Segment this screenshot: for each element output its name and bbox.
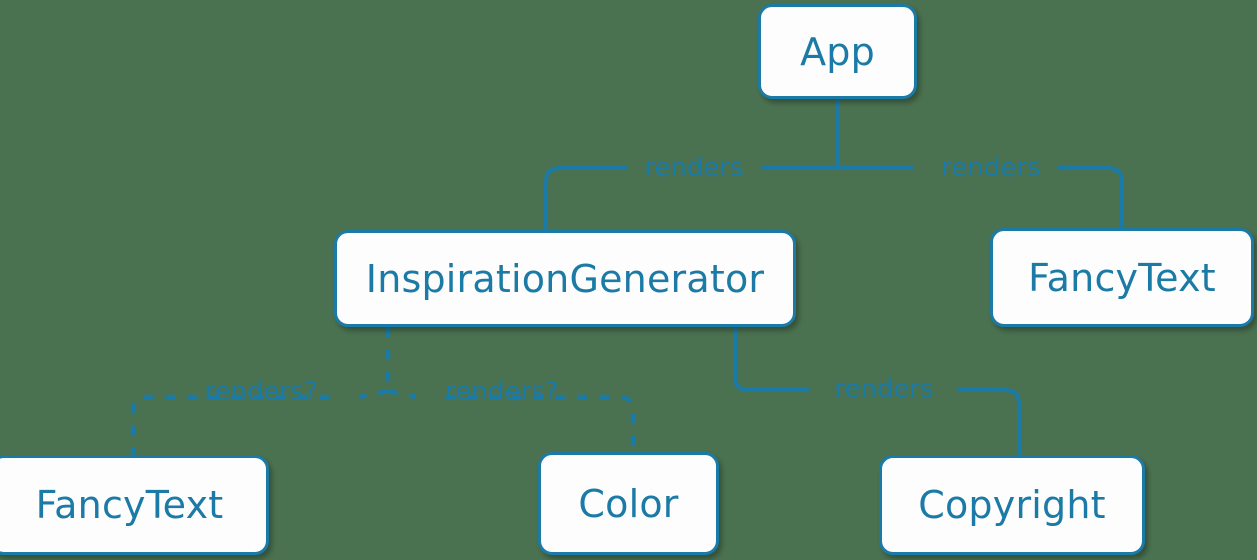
- edge-label-app-inspirationgenerator: renders: [644, 153, 744, 183]
- edge-label-app-fancytext-right: renders: [941, 153, 1041, 183]
- node-fancytext-left[interactable]: FancyText: [0, 455, 269, 555]
- node-inspirationgenerator[interactable]: InspirationGenerator: [334, 230, 796, 327]
- node-app[interactable]: App: [758, 4, 917, 99]
- edge-inspirationgenerator-to-color: [387, 388, 636, 452]
- node-inspirationgenerator-label: InspirationGenerator: [365, 256, 765, 301]
- edge-app-to-fancytext-right: [836, 99, 1124, 228]
- edge-label-inspirationgenerator-fancytext-left: renders?: [204, 377, 318, 407]
- node-fancytext-right-label: FancyText: [1028, 255, 1216, 300]
- edge-label-inspirationgenerator-color: renders?: [445, 377, 559, 407]
- node-color-label: Color: [578, 481, 679, 526]
- node-copyright-label: Copyright: [918, 483, 1106, 527]
- node-fancytext-right[interactable]: FancyText: [990, 228, 1254, 327]
- node-app-label: App: [800, 29, 875, 74]
- node-color[interactable]: Color: [538, 452, 719, 555]
- edge-inspirationgenerator-to-fancytext-left: [130, 388, 389, 455]
- node-copyright[interactable]: Copyright: [879, 455, 1145, 555]
- edge-inspirationgenerator-to-copyright: [733, 327, 1021, 455]
- node-fancytext-left-label: FancyText: [35, 483, 224, 527]
- edge-label-inspirationgenerator-copyright: renders: [834, 374, 934, 404]
